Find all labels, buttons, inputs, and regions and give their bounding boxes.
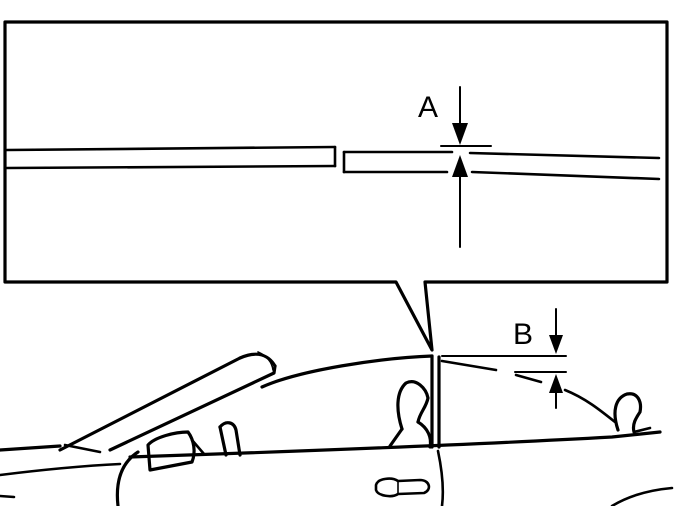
b-pillar bbox=[430, 354, 441, 449]
door-handle-icon bbox=[374, 477, 431, 498]
side-mirror bbox=[146, 430, 206, 472]
detail-callout-frame bbox=[3, 20, 669, 352]
car-body-outline bbox=[0, 430, 674, 506]
dimension-b-marker bbox=[441, 308, 567, 409]
windshield-frame bbox=[58, 351, 277, 454]
dimension-b-label: B bbox=[513, 318, 533, 351]
dimension-a-label: A bbox=[418, 91, 438, 124]
detail-right-panel-edge bbox=[342, 150, 661, 181]
detail-left-panel-edge bbox=[5, 145, 337, 170]
roof-panel-outline bbox=[260, 354, 617, 424]
front-seat bbox=[218, 380, 433, 457]
rear-seat bbox=[613, 392, 652, 434]
dimension-a-marker bbox=[440, 86, 492, 248]
